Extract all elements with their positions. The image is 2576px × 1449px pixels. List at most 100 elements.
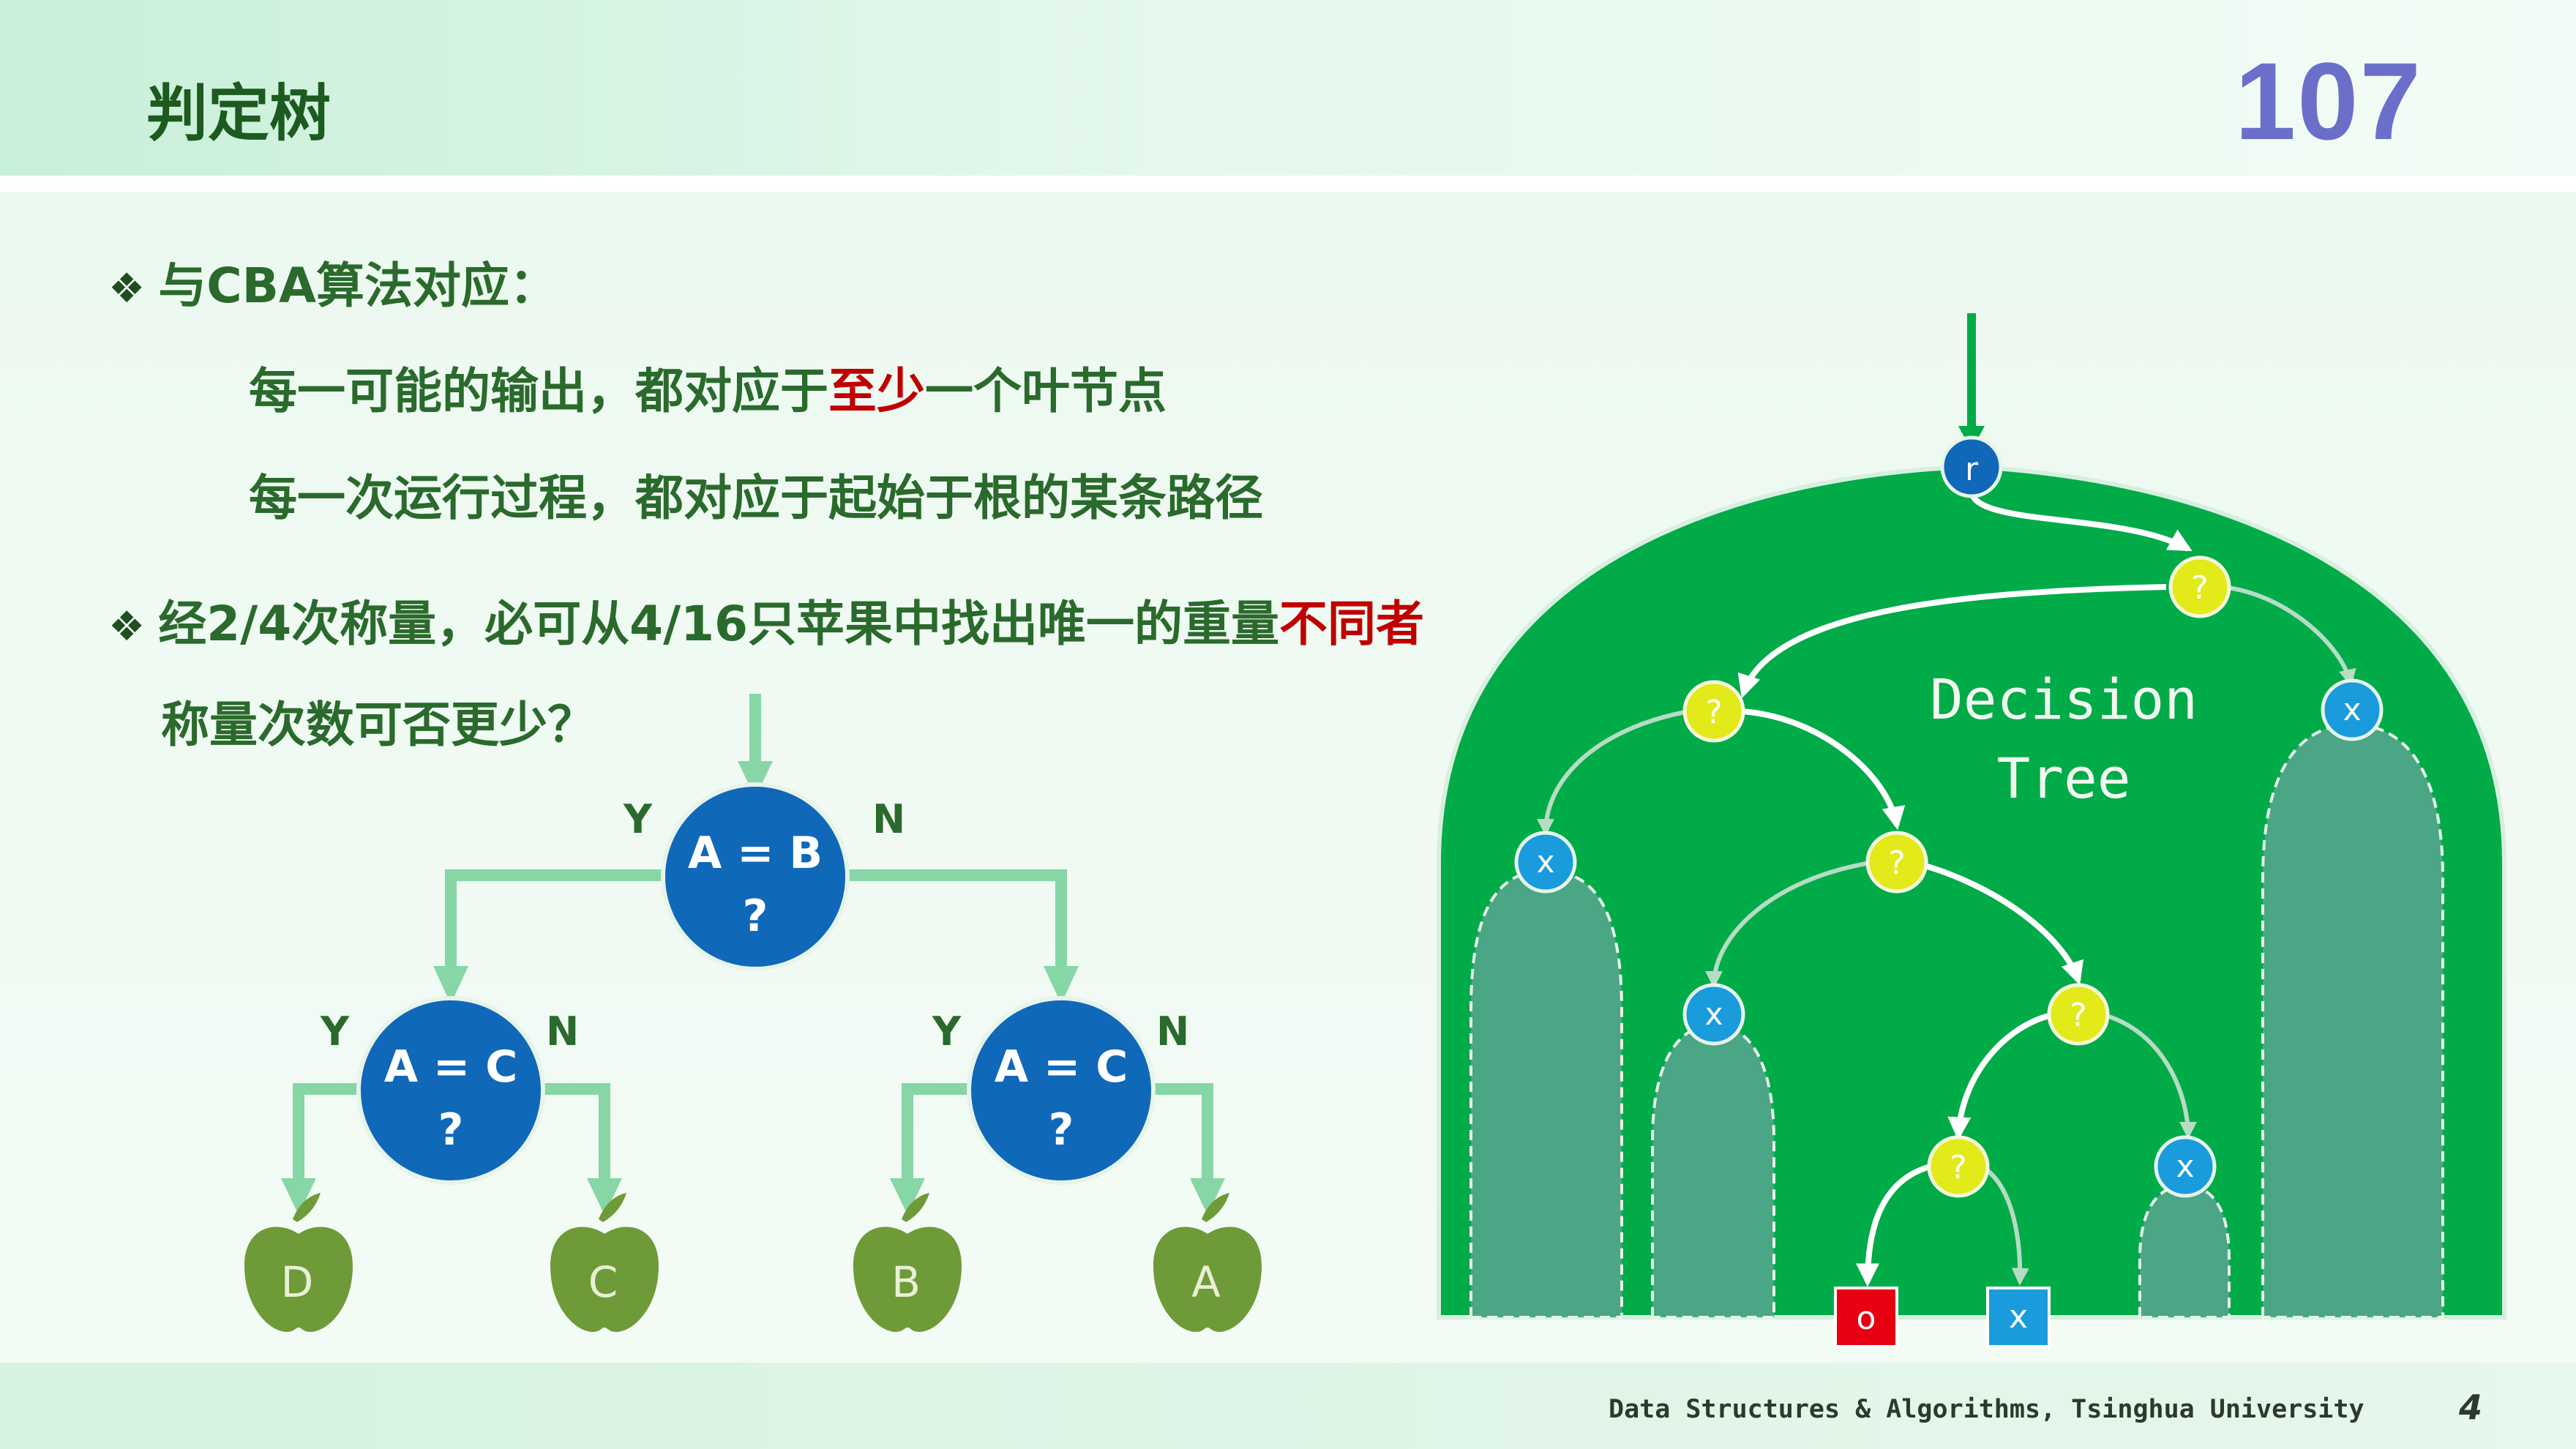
arrow-head: [1044, 966, 1079, 1004]
node-left: A = C ?: [356, 996, 545, 1185]
text-part: 每一可能的输出，都对应于: [249, 363, 828, 419]
footer-bar: [0, 1363, 2576, 1449]
fail-node: x: [1514, 831, 1577, 894]
highlight-text: 至少: [828, 363, 925, 419]
decision-tree-label: Tree: [1996, 746, 2130, 811]
node-left-line2: ?: [438, 1104, 464, 1156]
success-leaf: o: [1834, 1287, 1898, 1348]
edge-path: [1980, 1164, 2029, 1286]
highlight-text: 不同者: [1279, 596, 1425, 652]
edge-path: [1916, 861, 2084, 986]
node-right-line1: A = C: [995, 1041, 1128, 1093]
arrow-head: [738, 761, 773, 798]
node-right: A = C ?: [967, 996, 1156, 1185]
text-part: 一个叶节点: [925, 363, 1167, 419]
subtree-fail: [1469, 869, 1623, 1319]
edge-path: [2101, 1012, 2197, 1139]
node-right-line2: ?: [1049, 1104, 1074, 1156]
node-label: ?: [1950, 1149, 1966, 1186]
edge-path: [1705, 860, 1876, 989]
edge-left-d: [293, 1083, 360, 1186]
label-no: N: [1156, 1008, 1189, 1055]
bullet-question: 称量次数可否更少？: [161, 701, 596, 749]
bullet-sub-output: 每一可能的输出，都对应于至少一个叶节点: [249, 367, 1167, 416]
bullet-diamond-icon: ❖: [108, 265, 146, 312]
edge-path: [1537, 708, 1699, 836]
apple-label: C: [588, 1257, 618, 1307]
label-no: N: [546, 1008, 579, 1055]
node-label: o: [1857, 1300, 1876, 1337]
node-label: ?: [1888, 845, 1905, 882]
decision-tree-label: Decision: [1930, 667, 2198, 732]
query-node: ?: [1865, 831, 1928, 894]
query-node: ?: [1682, 680, 1745, 743]
query-node: ?: [1927, 1135, 1990, 1198]
bullet-text: 与CBA算法对应：: [158, 258, 558, 314]
apple-label: B: [891, 1257, 921, 1307]
bullet-diamond-icon: ❖: [108, 603, 146, 651]
arrow-head: [281, 1178, 316, 1215]
apple-leaf-b: B: [853, 1193, 962, 1332]
footer-page-number: 4: [2459, 1388, 2483, 1427]
label-yes: Y: [932, 1008, 962, 1055]
fail-node: x: [2321, 678, 2384, 741]
bullet-sub-path: 每一次运行过程，都对应于起始于根的某条路径: [249, 474, 1263, 523]
node-root-line2: ?: [743, 891, 768, 942]
edge-path: [1741, 708, 1906, 831]
subtree-fail: [2138, 1183, 2231, 1319]
label-yes: Y: [320, 1008, 350, 1055]
tree-root-node: r: [1940, 435, 2003, 498]
node-label: x: [1705, 996, 1723, 1032]
node-label: r: [1965, 451, 1979, 488]
edge-path: [2221, 585, 2356, 687]
apple-leaf-d: D: [244, 1193, 353, 1332]
header-bar: [0, 0, 2576, 176]
node-label: ?: [1705, 694, 1722, 731]
edge-path: [1947, 1011, 2056, 1141]
apple-leaf-c: C: [550, 1193, 659, 1332]
fail-node: x: [2154, 1135, 2217, 1198]
text-part: 每一次运行过程，都对应于起始于根的某条路径: [249, 470, 1263, 526]
text-part: 经2/4次称量，必可从4/16只苹果中找出唯一的重量: [158, 596, 1280, 652]
node-label: x: [2009, 1298, 2028, 1336]
edge-right-b: [902, 1083, 970, 1186]
edge-path: [1969, 490, 2193, 552]
fail-node: x: [1682, 983, 1745, 1046]
bullet-cba: ❖与CBA算法对应：: [108, 262, 558, 310]
query-node: ?: [2168, 555, 2231, 618]
bullet-weighing: ❖经2/4次称量，必可从4/16只苹果中找出唯一的重量不同者: [108, 600, 1424, 648]
node-label: ?: [2191, 569, 2208, 607]
apple-leaf-a: A: [1153, 1193, 1262, 1332]
node-label: x: [2343, 692, 2362, 727]
header-divider: [0, 176, 2576, 192]
node-left-line1: A = C: [384, 1041, 518, 1093]
arrow-head: [1190, 1178, 1225, 1215]
subtree-fail: [2261, 722, 2444, 1319]
node-label: x: [1537, 844, 1555, 880]
subtree-fail: [1651, 1022, 1775, 1319]
query-node: ?: [2047, 983, 2110, 1046]
edge-path: [1856, 1162, 1937, 1287]
node-root: A = B ?: [661, 782, 850, 971]
text-part: 称量次数可否更少？: [161, 697, 596, 753]
fail-leaf: x: [1986, 1287, 2051, 1348]
arrow-head: [587, 1178, 622, 1215]
arrow-head: [890, 1178, 925, 1215]
arrow-head: [433, 966, 468, 1004]
node-root-line1: A = B: [688, 828, 823, 879]
edge-root-right: [843, 869, 1067, 973]
edge-right-a: [1152, 1083, 1213, 1186]
node-label: x: [2176, 1148, 2195, 1184]
edge-left-c: [542, 1083, 610, 1186]
slide-title: 判定树: [146, 78, 332, 149]
apple-label: D: [281, 1257, 314, 1307]
edge-root-left: [445, 869, 667, 973]
label-no: N: [872, 796, 905, 842]
edge-path: [1737, 584, 2167, 699]
slide-number: 107: [2234, 40, 2422, 162]
apple-label: A: [1191, 1257, 1221, 1307]
footer-text: Data Structures & Algorithms, Tsinghua U…: [1609, 1395, 2365, 1424]
label-yes: Y: [623, 796, 653, 842]
